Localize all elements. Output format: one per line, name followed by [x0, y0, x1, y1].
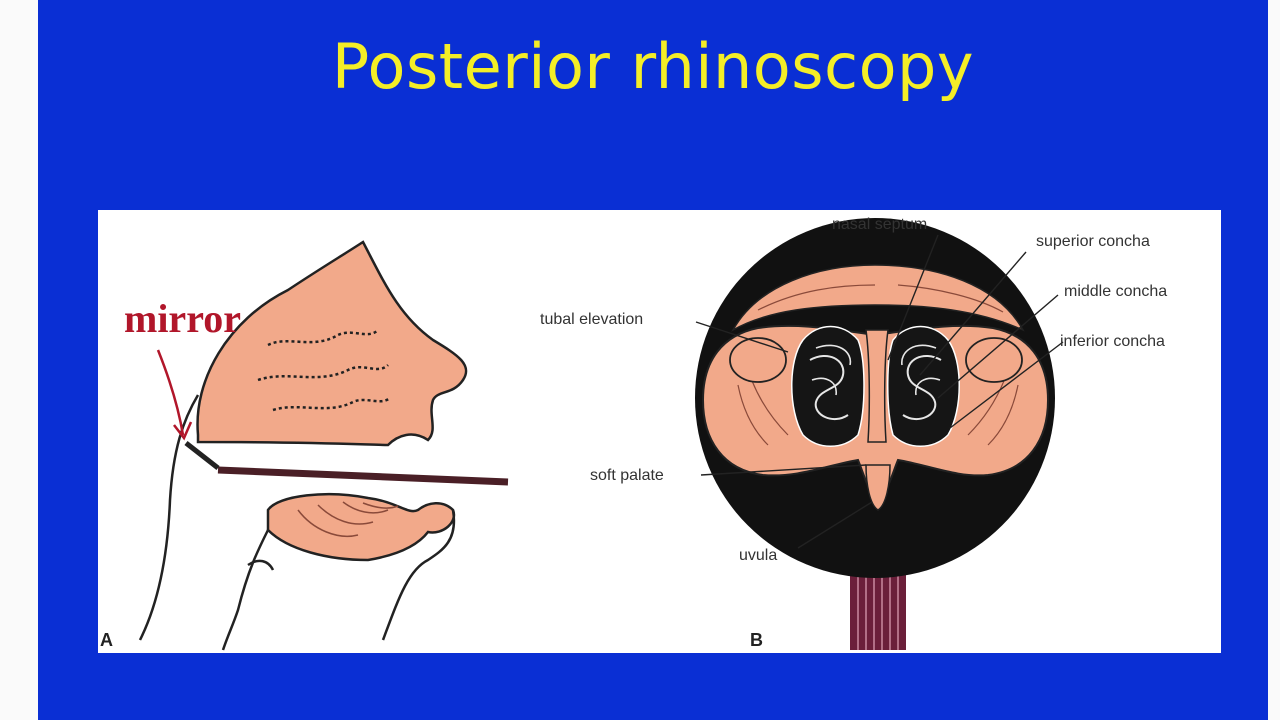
pharynx-wall [138, 394, 200, 641]
tongue-shape [266, 493, 456, 562]
mirror-handle [217, 466, 509, 486]
panel-b-illustration: nasal septum superior concha middle conc… [540, 216, 1167, 650]
panel-a-letter: A [100, 630, 113, 650]
nasal-septum-shape [865, 329, 889, 443]
slide-title: Posterior rhinoscopy [331, 30, 975, 103]
label-uvula: uvula [739, 547, 777, 564]
mirror-annotation: mirror [124, 296, 241, 341]
label-superior-concha: superior concha [1036, 233, 1150, 250]
panel-a-illustration: mirror A [100, 240, 509, 651]
right-choana [887, 325, 960, 447]
label-soft-palate: soft palate [590, 467, 664, 484]
label-middle-concha: middle concha [1064, 283, 1167, 300]
nasal-cavity-shape [196, 240, 468, 447]
panel-b-letter: B [750, 630, 763, 650]
anatomy-figure: mirror A [98, 210, 1221, 653]
leader-lines [695, 234, 1064, 549]
scope-handle [850, 565, 906, 650]
left-choana [791, 325, 865, 447]
label-inferior-concha: inferior concha [1060, 333, 1165, 350]
label-nasal-septum: nasal septum [832, 216, 927, 233]
mirror-arrow [156, 349, 193, 441]
figure-canvas: mirror A [100, 216, 1167, 651]
label-tubal-elevation: tubal elevation [540, 311, 643, 328]
jaw-outline [221, 509, 456, 651]
